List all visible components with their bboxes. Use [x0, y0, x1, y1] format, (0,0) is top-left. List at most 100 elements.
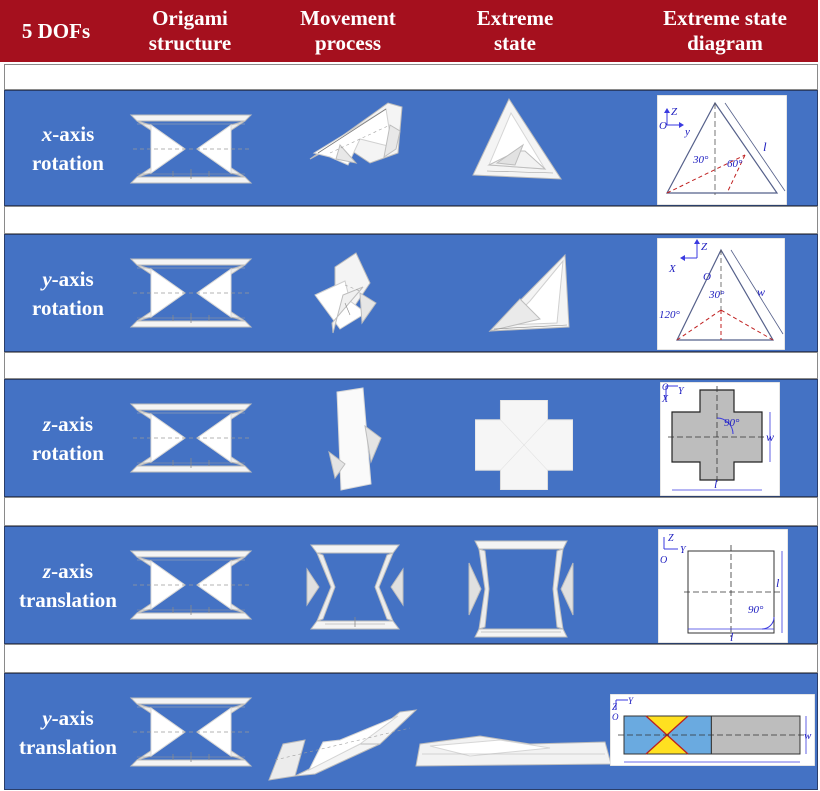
- axis-label: Z: [701, 241, 708, 253]
- length-label: l: [763, 139, 767, 154]
- extreme-state: [475, 400, 573, 490]
- gap-strip: [4, 206, 818, 234]
- origami-structure: [129, 114, 253, 184]
- angle-label: 90°: [748, 604, 764, 616]
- header-text: Extreme: [476, 6, 554, 30]
- movement-process: [268, 709, 418, 781]
- gap-strip: [4, 352, 818, 379]
- row-axis-label: x-axis: [42, 120, 95, 149]
- row-axis-label: z-axis: [43, 557, 93, 586]
- axis-suffix: -axis: [51, 559, 94, 583]
- row-motion-label: translation: [18, 588, 117, 612]
- extreme-state: [472, 97, 562, 180]
- angle-label: 30°: [692, 154, 709, 166]
- extreme-state-diagram: XYO 90° w l: [660, 382, 780, 496]
- header-text: Extreme state: [663, 6, 787, 30]
- length-label: w: [757, 285, 765, 299]
- row-motion-label: translation: [18, 734, 117, 759]
- origami-structure: [129, 550, 253, 620]
- header-text: diagram: [687, 31, 763, 55]
- axis-suffix: -axis: [51, 267, 94, 291]
- axis-label: Z: [612, 702, 618, 712]
- angle-label: 120°: [659, 309, 681, 321]
- axis-label: X: [668, 263, 677, 275]
- movement-process: [328, 387, 382, 491]
- origin-label: O: [662, 382, 669, 392]
- length-label: w: [766, 430, 774, 444]
- extreme-state: [468, 540, 574, 638]
- extreme-state-diagram: Zy O 30° 60° l: [657, 95, 787, 205]
- header-text: 5 DOFs: [21, 18, 91, 43]
- axis-letter: z: [42, 559, 52, 583]
- axis-label: y: [684, 126, 690, 138]
- header-text: process: [314, 31, 382, 55]
- length-label: l: [730, 630, 734, 643]
- origin-label: O: [612, 712, 619, 722]
- origin-label: O: [660, 555, 667, 566]
- origami-structure: [129, 697, 253, 767]
- movement-process: [306, 544, 404, 630]
- row-motion-label: rotation: [32, 441, 104, 465]
- origami-structure: [129, 258, 253, 328]
- header-cell-1: 5 DOFs: [0, 0, 112, 62]
- movement-process: [309, 102, 403, 166]
- row-motion-label: rotation: [32, 151, 104, 175]
- axis-suffix: -axis: [51, 412, 94, 436]
- movement-process: [314, 252, 377, 334]
- header-text: structure: [148, 31, 232, 55]
- angle-label: 90°: [724, 417, 740, 429]
- header-text: state: [494, 31, 536, 55]
- origami-structure: [129, 403, 253, 473]
- dof-row-5: y-axistranslationZYOw2l: [4, 673, 818, 790]
- axis-label: Z: [671, 106, 678, 118]
- extreme-state: [488, 253, 570, 332]
- row-axis-label: y-axis: [42, 265, 93, 294]
- extreme-state: [415, 735, 612, 767]
- axis-letter: y: [42, 705, 52, 730]
- axis-label: Y: [678, 386, 685, 397]
- axis-letter: y: [42, 267, 52, 291]
- row-axis-label: y-axis: [42, 704, 93, 733]
- axis-letter: z: [42, 412, 52, 436]
- axis-suffix: -axis: [51, 705, 94, 730]
- length-label: l: [776, 576, 780, 590]
- length-label: 2l: [706, 765, 715, 766]
- angle-label: 30°: [708, 289, 725, 301]
- extreme-state-diagram: ZY O 90° l l: [658, 529, 788, 643]
- axis-letter: x: [41, 122, 53, 146]
- gap-strip: [4, 64, 818, 90]
- row-motion-label: rotation: [32, 296, 104, 320]
- angle-label: 60°: [727, 158, 743, 170]
- origin-label: O: [703, 271, 711, 283]
- axis-suffix: -axis: [52, 122, 95, 146]
- axis-label: Z: [668, 533, 674, 544]
- origin-label: O: [659, 120, 667, 132]
- axis-label: X: [661, 394, 669, 405]
- row-axis-label: z-axis: [43, 410, 93, 439]
- gap-strip: [4, 644, 818, 673]
- header-text: Movement: [300, 6, 396, 30]
- axis-label: Y: [680, 545, 687, 556]
- header-text: Origami: [152, 6, 228, 30]
- length-label: w: [804, 730, 812, 742]
- gap-strip: [4, 497, 818, 526]
- axis-label: Y: [628, 696, 634, 706]
- length-label: l: [714, 477, 718, 491]
- extreme-state-diagram: Z X O 30° 120° w: [657, 238, 785, 350]
